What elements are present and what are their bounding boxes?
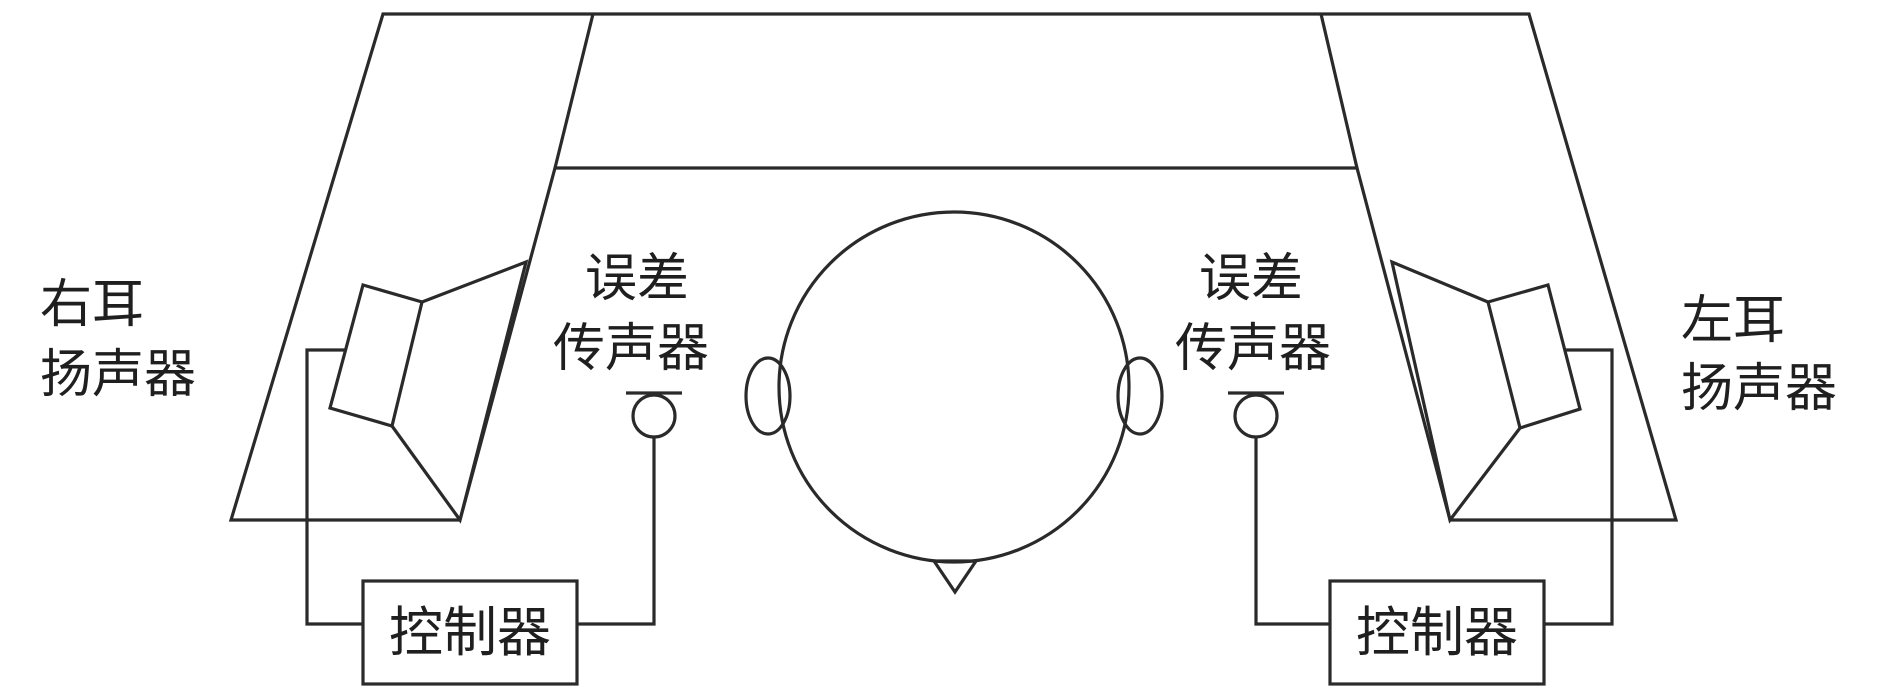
right-speaker-label-line2: 扬声器 [40, 345, 196, 405]
wire-right-mic-to-controller [1254, 437, 1330, 626]
right-speaker-magnet [328, 283, 424, 429]
right-speaker-label-line1: 右耳 [40, 275, 144, 335]
headrest-left-wing-divider [553, 13, 595, 169]
listener-head [744, 210, 1164, 595]
left-ear-speaker [1389, 259, 1582, 524]
controller-right-label: 控制器 [1356, 601, 1518, 664]
error-mic-right [1228, 391, 1284, 439]
wire-left-speaker-to-controller [1544, 348, 1614, 626]
headrest-frame [228, 12, 1679, 522]
controller-right-box [1328, 579, 1546, 686]
error-mic-left-capsule [631, 393, 677, 439]
wire-left-mic-to-controller [577, 437, 656, 626]
right-ear [744, 356, 792, 436]
controller-left-box [361, 579, 579, 686]
right-speaker-cone [390, 259, 529, 524]
error-mic-left [626, 391, 682, 439]
headrest-outer-outline [228, 12, 1679, 522]
right-ear-speaker [328, 259, 529, 524]
error-mic-left-label-line2: 传声器 [553, 319, 709, 379]
error-mic-left-label-line1: 误差 [585, 249, 689, 309]
left-speaker-label-line2: 扬声器 [1681, 359, 1837, 419]
wire-right-speaker-to-controller [305, 348, 363, 626]
headrest-right-wing-divider [1319, 13, 1359, 169]
wiring [305, 348, 1614, 626]
left-speaker-magnet [1486, 283, 1582, 431]
left-ear [1116, 356, 1164, 436]
left-speaker-label-line1: 左耳 [1681, 291, 1785, 351]
nose [930, 559, 980, 595]
error-mic-right-label-line2: 传声器 [1175, 319, 1331, 379]
error-mic-right-label-line1: 误差 [1199, 249, 1303, 309]
head-circle [777, 210, 1131, 564]
controller-left-label: 控制器 [389, 601, 551, 664]
left-speaker-cone [1389, 259, 1522, 524]
error-mic-right-capsule [1233, 393, 1279, 439]
